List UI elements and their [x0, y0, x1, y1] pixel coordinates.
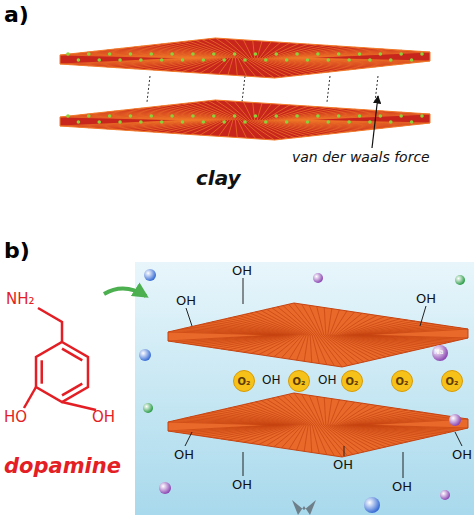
hydroxyl-group: HO	[4, 410, 27, 425]
water-background	[135, 262, 474, 515]
hydroxyl-group: OH	[92, 410, 115, 425]
bond-line	[420, 306, 426, 326]
clay-sheet	[60, 38, 430, 78]
ion-sphere	[143, 403, 153, 413]
panel-letter: a)	[4, 4, 29, 26]
ion-sphere	[449, 414, 461, 426]
van-der-waals-line	[327, 76, 330, 102]
molecule-name: dopamine	[4, 456, 121, 477]
ion-sphere	[313, 273, 323, 283]
hydroxyl-group: OH	[176, 294, 196, 307]
bond-line	[186, 308, 192, 326]
ion-sphere	[440, 490, 450, 500]
molecule-formula: O₂	[441, 370, 463, 392]
pointer-arrow	[372, 96, 378, 148]
hydroxyl-group: OH	[392, 480, 412, 493]
molecule-formula: O₂	[288, 370, 310, 392]
clay-sheet	[168, 393, 468, 457]
hydroxyl-group: OH	[174, 448, 194, 461]
ion-sphere	[364, 497, 380, 513]
bond-line	[344, 446, 345, 456]
ion-sphere	[455, 275, 465, 285]
hydroxyl-group: OH	[232, 264, 252, 277]
van-der-waals-line	[242, 76, 245, 102]
hydroxyl-group: OH	[232, 478, 252, 491]
bond-line	[403, 452, 404, 478]
grey-symbol	[292, 500, 316, 515]
molecule-formula: O₂	[341, 370, 363, 392]
ion-sphere	[159, 482, 171, 494]
bond-line	[243, 452, 244, 476]
ion-sphere	[144, 269, 156, 281]
amine-group: NH₂	[6, 292, 35, 307]
clay-sheet	[60, 100, 430, 140]
van-der-waals-line	[147, 76, 150, 102]
force-label: van der waals force	[292, 150, 430, 164]
bond-line	[455, 432, 462, 446]
ion-sphere	[139, 349, 151, 361]
clay-label: clay	[196, 168, 241, 188]
hydroxyl-group: OH	[333, 458, 353, 471]
oxygen-sphere: O₂	[391, 370, 413, 392]
bond-line	[243, 278, 244, 304]
molecule-formula: O₂	[391, 370, 413, 392]
bond-line	[185, 432, 192, 446]
dopamine-structure	[24, 308, 96, 410]
molecule-formula: O₂	[233, 370, 255, 392]
oxygen-sphere: O₂	[233, 370, 255, 392]
hydroxyl-group: OH	[452, 448, 472, 461]
oxygen-sphere: O₂	[288, 370, 310, 392]
hydroxyl-group: OH	[318, 374, 336, 386]
reaction-arrow	[104, 288, 146, 296]
hydroxyl-group: OH	[262, 374, 280, 386]
hydroxyl-group: OH	[416, 292, 436, 305]
panel-letter: b)	[4, 240, 30, 262]
clay-sheet	[168, 303, 468, 367]
oxygen-sphere: O₂	[441, 370, 463, 392]
ion-sphere	[432, 345, 448, 361]
oxygen-sphere: O₂	[341, 370, 363, 392]
ion-label: Na	[434, 349, 444, 356]
